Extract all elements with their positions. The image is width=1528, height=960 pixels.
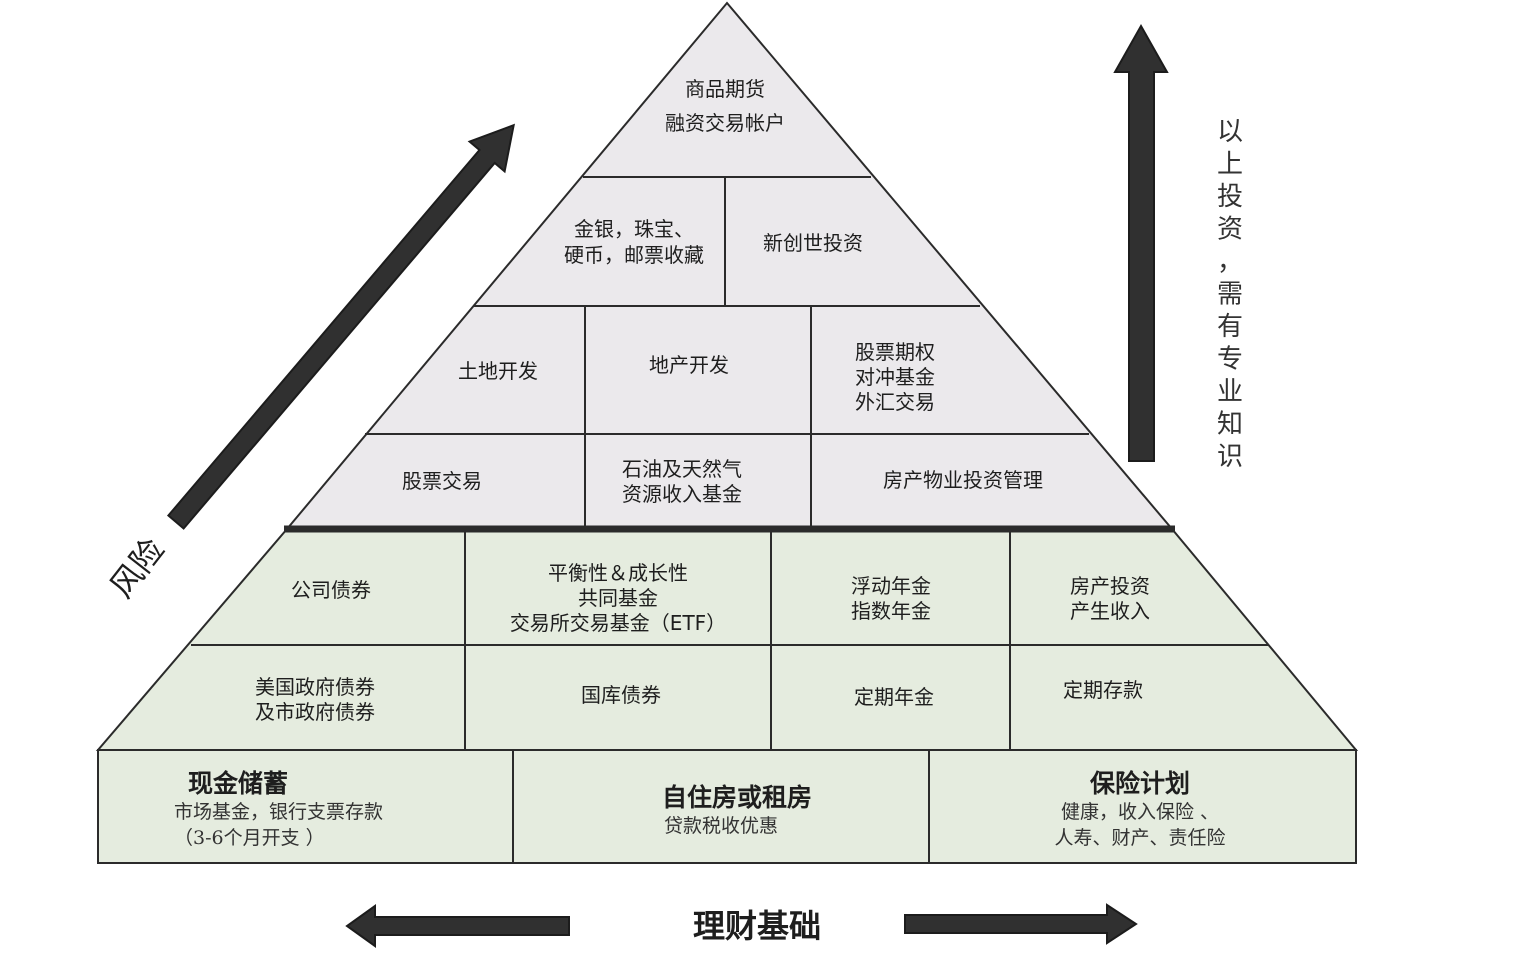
cell-tier4-left: 股票交易 [402,469,482,493]
cell-tier5-c2: 平衡性＆成长性共同基金交易所交易基金（ETF） [510,561,726,635]
cell-tier6-c3: 定期年金 [854,685,934,709]
right-arrow-icon [904,903,1138,945]
cell-tier5-c3: 浮动年金指数年金 [851,574,931,623]
cell-tier4-middle: 石油及天然气资源收入基金 [622,457,742,506]
base-middle-title: 自住房或租房 [662,783,812,812]
base-left-title: 现金储蓄 [188,769,288,798]
cell-tier6-c1: 美国政府债券及市政府债券 [255,675,375,724]
cell-tier3-right: 股票期权对冲基金外汇交易 [855,340,935,414]
expertise-note: 以上投资，需有专业知识 [1217,117,1243,472]
cell-tier2-right: 新创世投资 [763,231,863,255]
footer-label: 理财基础 [693,907,821,945]
cell-tier2-left: 金银，珠宝、硬币，邮票收藏 [564,217,704,267]
cell-tier6-c4: 定期存款 [1063,678,1143,702]
cell-tier4-right: 房产物业投资管理 [883,468,1043,492]
cell-tier3-middle: 地产开发 [649,353,729,377]
risk-arrow-icon [166,123,515,530]
left-arrow-icon [345,904,570,948]
base-middle-lines: 贷款税收优惠 [664,815,778,837]
risk-label: 风险 [102,531,171,605]
pyramid-base [97,749,1357,864]
up-arrow-icon [1113,23,1169,462]
cell-tier6-c2: 国库债券 [581,683,661,707]
cell-apex: 商品期货融资交易帐户 [665,77,785,135]
base-left-lines: 市场基金，银行支票存款（3-6个月开支 ） [174,801,383,849]
base-right-title: 保险计划 [1089,769,1190,798]
cell-tier5-c4: 房产投资产生收入 [1070,574,1150,623]
base-right-lines: 健康，收入保险 、人寿、财产、责任险 [1054,801,1225,849]
cell-tier5-c1: 公司债券 [291,578,371,602]
cell-tier3-left: 土地开发 [458,359,538,383]
